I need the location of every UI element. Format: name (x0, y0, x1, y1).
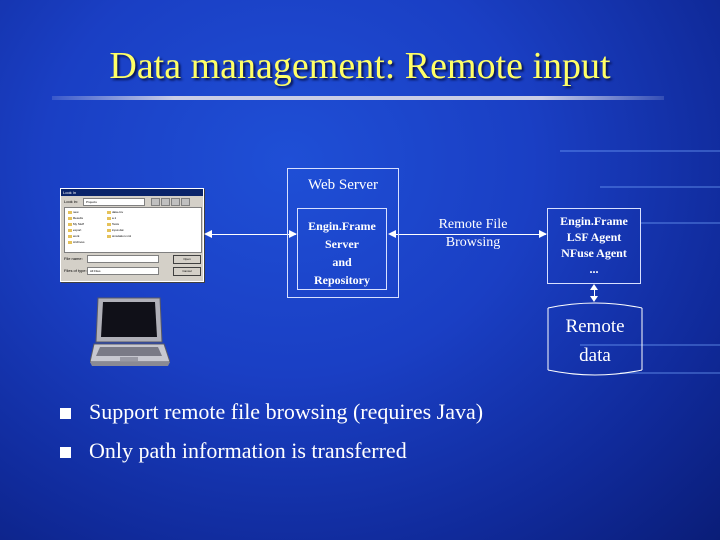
agent-line: NFuse Agent (561, 246, 627, 260)
server-line: Server (325, 237, 359, 251)
dialog-title: Look In (61, 189, 203, 196)
file-open-dialog: Look In Look in: Projects new Results My… (60, 188, 204, 282)
server-line: Repository (314, 273, 370, 287)
background-streak (580, 344, 720, 346)
enginframe-server-box: Engin.Frame Server and Repository (297, 208, 387, 290)
agent-line: LSF Agent (566, 230, 622, 244)
agent-box: Engin.Frame LSF Agent NFuse Agent ... (547, 208, 641, 284)
background-streak (620, 372, 720, 374)
arrow-dialog-server (210, 234, 296, 235)
folder-icon (68, 217, 72, 220)
square-bullet-icon (60, 408, 71, 419)
title-underline (52, 96, 664, 100)
files-of-type-label: Files of type: (64, 268, 87, 273)
look-in-combo: Projects (83, 198, 145, 206)
list-item: input.dat (107, 228, 137, 233)
files-of-type-value: All Files (90, 269, 101, 273)
arrow-agent-data (594, 286, 595, 300)
server-line: and (332, 255, 352, 269)
list-item: work (68, 234, 98, 239)
file-icon (107, 229, 111, 232)
bullet-text: Support remote file browsing (requires J… (89, 399, 484, 424)
arrow-server-agent (390, 234, 546, 235)
list-item: new (68, 210, 98, 215)
web-server-label: Web Server (307, 177, 378, 193)
new-folder-icon (161, 198, 170, 206)
folder-icon (68, 241, 72, 244)
look-in-value: Projects (86, 200, 97, 204)
file-icon (107, 217, 111, 220)
background-streak (600, 186, 720, 188)
folder-icon (68, 211, 72, 214)
file-icon (107, 211, 111, 214)
list-item: Archives (68, 240, 98, 245)
open-button: Open (173, 255, 201, 264)
cancel-button: Cancel (173, 267, 201, 276)
arrowhead-right (289, 230, 297, 238)
list-item: export (68, 228, 98, 233)
folder-icon (68, 223, 72, 226)
list-item: Tests (107, 222, 137, 227)
arrowhead-right (539, 230, 547, 238)
remote-file-browsing-label: Remote File Browsing (438, 217, 508, 250)
file-list: new Results My Stuff export work Archive… (64, 207, 202, 253)
file-icon (107, 235, 111, 238)
agent-line: Engin.Frame (560, 214, 628, 228)
file-name-label: File name: (64, 256, 83, 261)
list-item: simulation.xml (107, 234, 137, 239)
files-of-type-select: All Files (87, 267, 159, 275)
database-cylinder-icon (547, 302, 643, 376)
details-view-icon (181, 198, 190, 206)
folder-icon (68, 229, 72, 232)
list-item: Results (68, 216, 98, 221)
remote-data-label: Remote data (565, 316, 625, 366)
list-view-icon (171, 198, 180, 206)
look-in-label: Look in: (64, 199, 79, 204)
folder-icon (68, 235, 72, 238)
up-folder-icon (151, 198, 160, 206)
list-item: My Stuff (68, 222, 98, 227)
square-bullet-icon (60, 447, 71, 458)
arrowhead-left (388, 230, 396, 238)
background-streak (640, 222, 720, 224)
list-item: data.csv (107, 210, 137, 215)
arrowhead-up (590, 284, 598, 290)
laptop-icon (90, 297, 170, 366)
file-name-field (87, 255, 159, 263)
arrowhead-left (204, 230, 212, 238)
arrowhead-down (590, 296, 598, 302)
server-line: Engin.Frame (308, 219, 376, 233)
slide-title: Data management: Remote input (109, 45, 611, 87)
agent-line: ... (589, 262, 599, 276)
background-streak (560, 150, 720, 152)
file-icon (107, 223, 111, 226)
bullet-text: Only path information is transferred (89, 438, 407, 463)
list-item: a.1 (107, 216, 137, 221)
web-server-box: Web Server (287, 168, 399, 298)
